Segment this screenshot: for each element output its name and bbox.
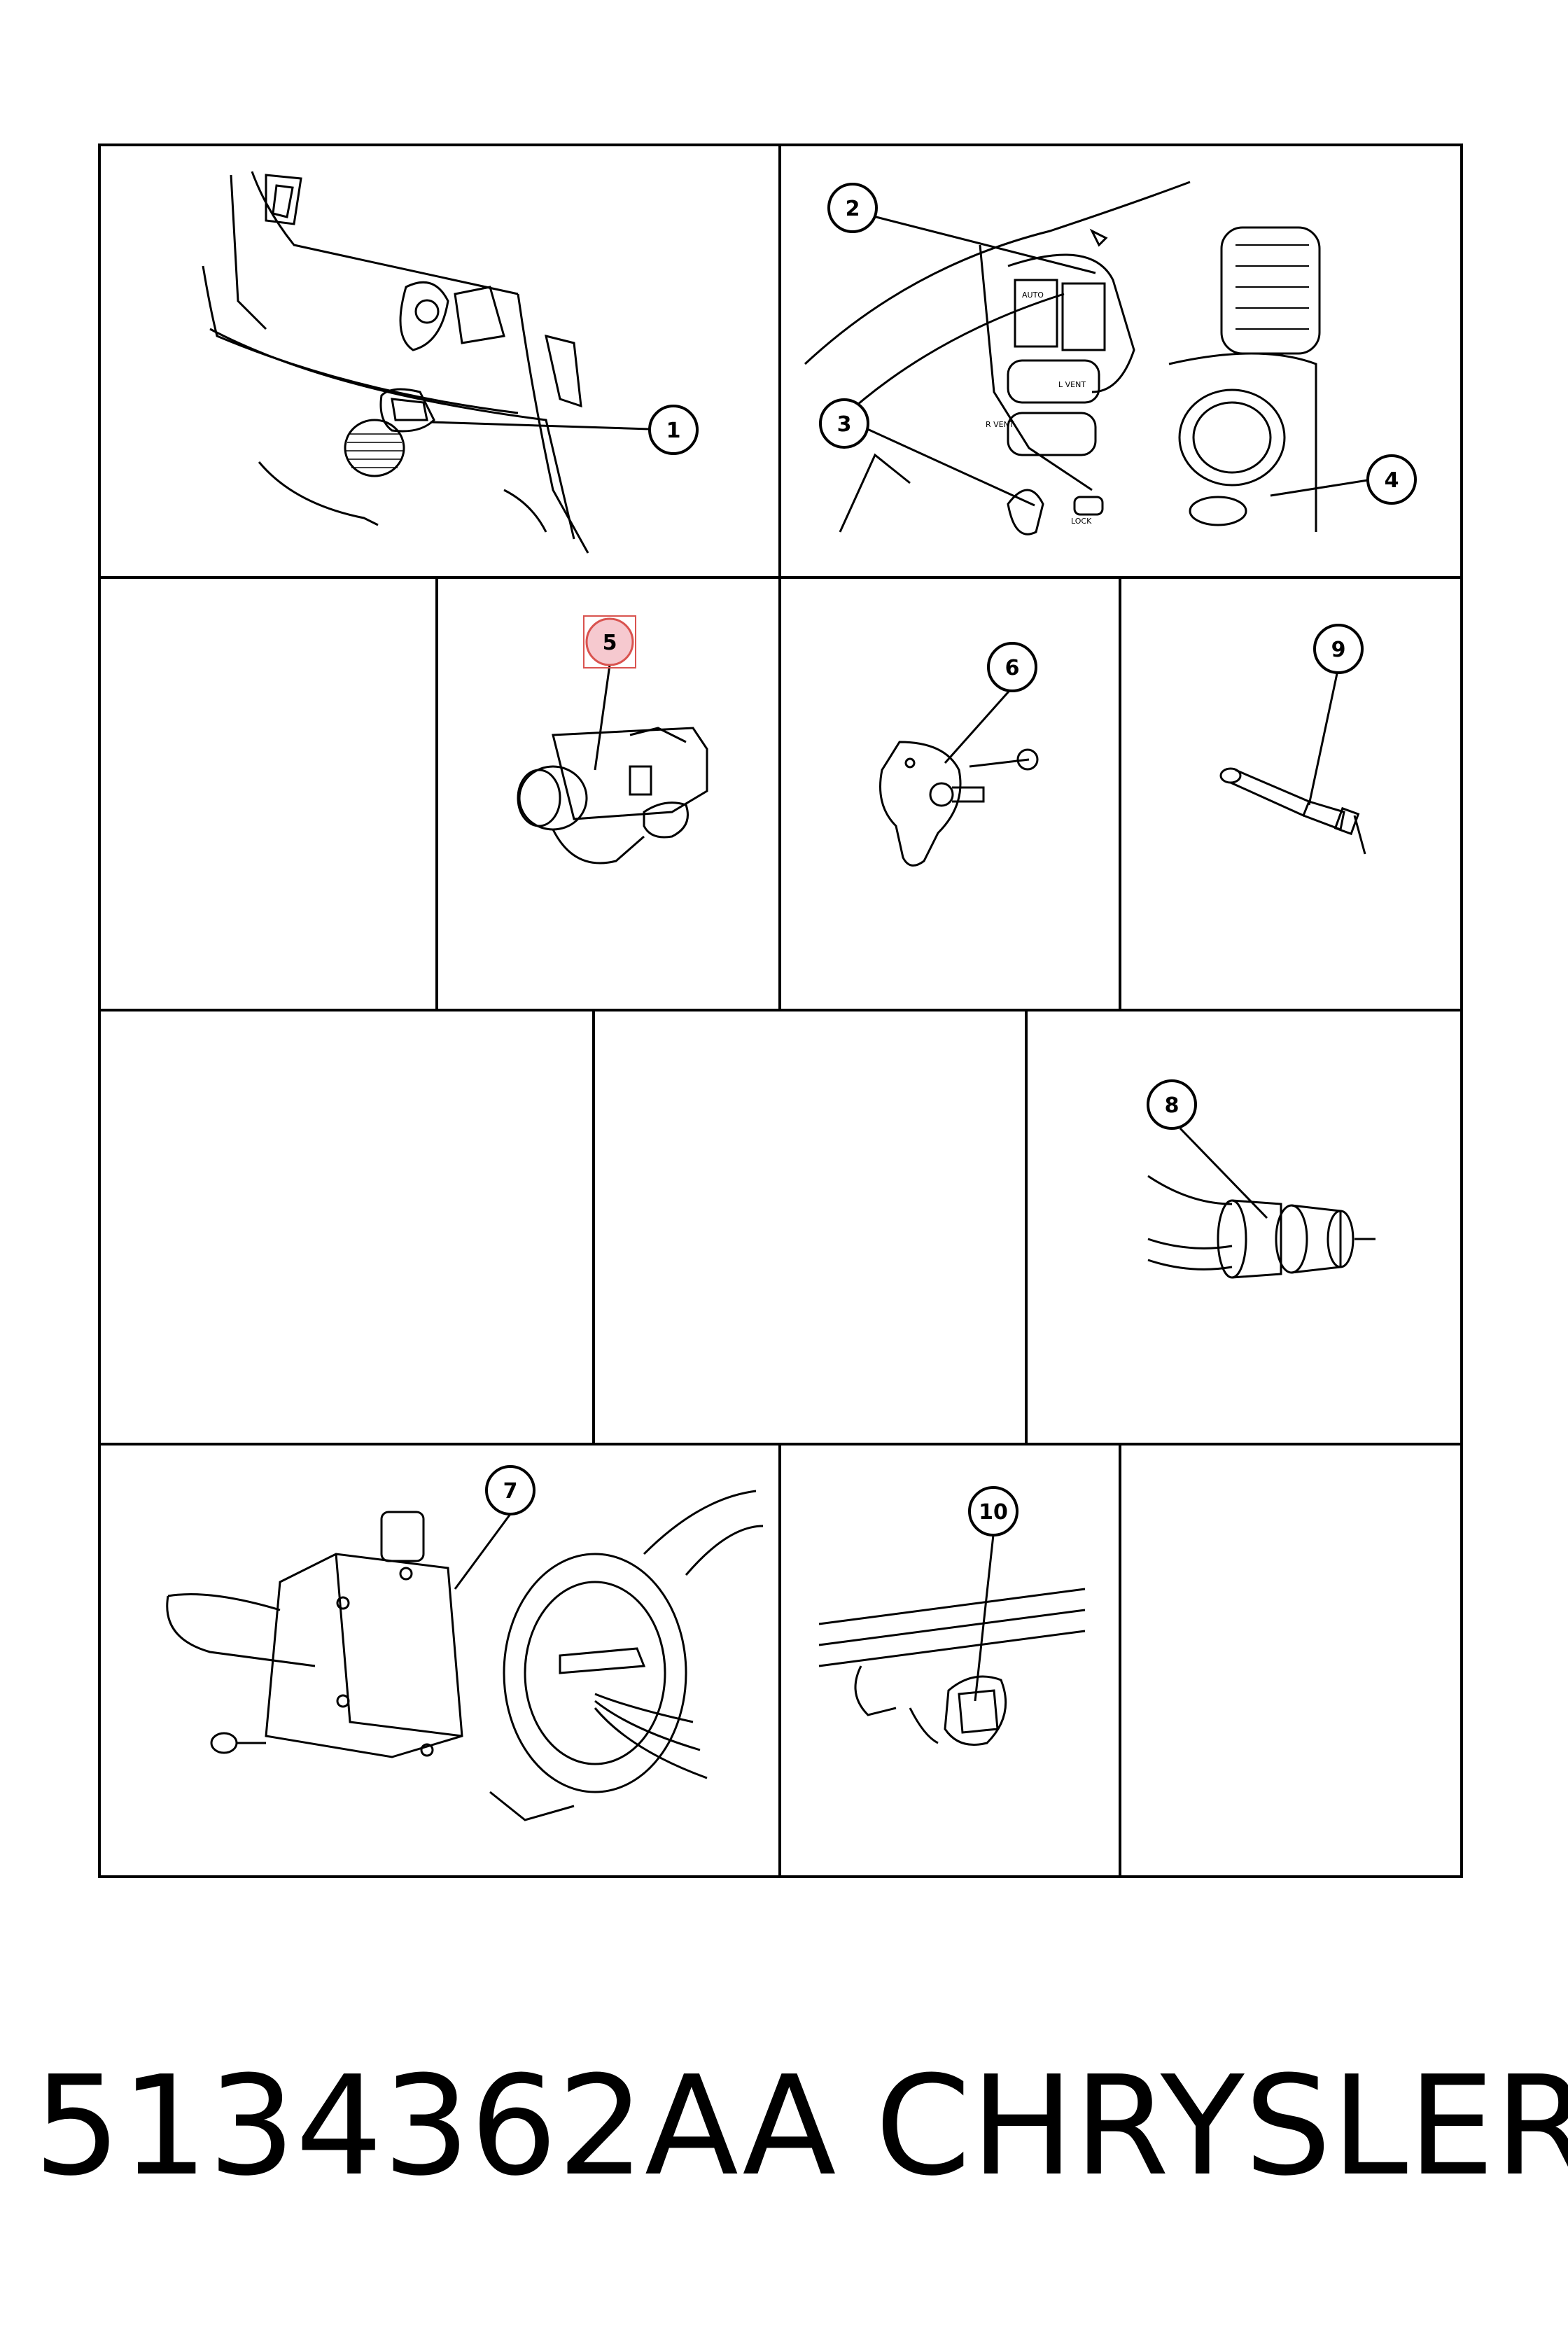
callout-10: 10: [968, 1486, 1018, 1536]
part-multifunction-switch-7: [166, 1490, 764, 1821]
callout-2-label: 2: [846, 197, 860, 221]
callout-5-label: 5: [603, 631, 617, 655]
panel-dashboard-switches: [804, 181, 1321, 536]
speaker-grille: [346, 433, 403, 468]
callout-5-highlight-box: [583, 615, 636, 668]
callout-6-label: 6: [1005, 656, 1020, 680]
callout-1-label: 1: [666, 419, 681, 443]
part-sensor-9: [1219, 767, 1366, 855]
panel-grid: [98, 144, 1463, 1878]
callout-10-label: 10: [979, 1500, 1008, 1525]
callout-8-label: 8: [1165, 1093, 1180, 1118]
callout-7-label: 7: [503, 1479, 518, 1504]
lock-label: LOCK: [1071, 517, 1092, 526]
callout-1: 1: [648, 405, 699, 455]
auto-label: AUTO: [1022, 290, 1044, 300]
vent-louvers: [1236, 244, 1309, 330]
leader-lines: [430, 214, 1373, 1702]
part-sensor-10: [818, 1588, 1086, 1746]
callout-8: 8: [1147, 1079, 1197, 1130]
l-vent-label: L VENT: [1058, 380, 1086, 389]
callout-9: 9: [1313, 624, 1364, 674]
callout-5: 5: [583, 615, 636, 668]
callout-4-label: 4: [1385, 468, 1399, 493]
callout-2: 2: [827, 183, 878, 233]
panel-door-lock-switch: [202, 171, 589, 554]
part-sensor-6: [879, 741, 1039, 867]
callout-9-label: 9: [1331, 638, 1346, 662]
part-switch-5: [517, 727, 708, 864]
callout-3-label: 3: [837, 412, 852, 437]
part-sensor-8: [1147, 1175, 1376, 1279]
callout-3: 3: [819, 398, 869, 449]
callout-4: 4: [1366, 454, 1417, 505]
switch-text-labels: AUTO L VENT R VENT LOCK: [986, 290, 1092, 526]
part-number: 5134362AA: [34, 2047, 836, 2206]
brand-name: CHRYSLER: [875, 2047, 1568, 2206]
callout-7: 7: [485, 1465, 536, 1516]
r-vent-label: R VENT: [986, 420, 1014, 429]
callout-6: 6: [987, 642, 1037, 692]
